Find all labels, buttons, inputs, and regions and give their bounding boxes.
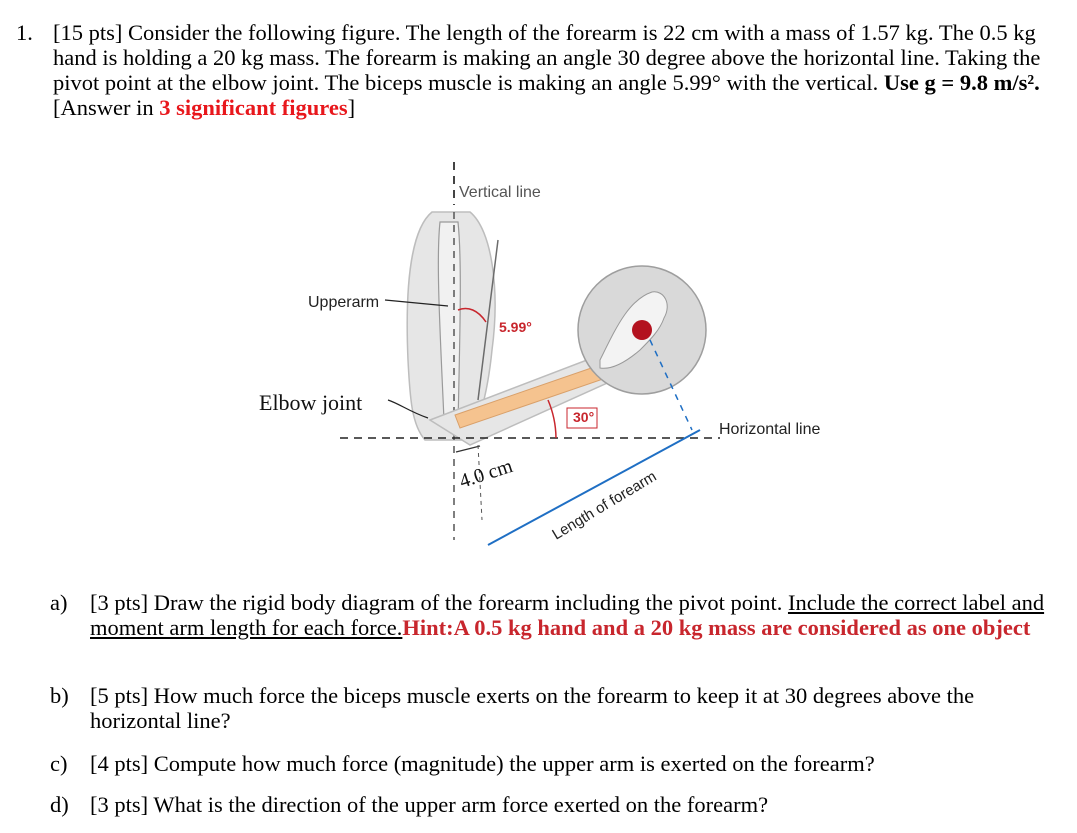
part-b-text: How much force the biceps muscle exerts …: [90, 683, 975, 733]
part-d: d) [3 pts] What is the direction of the …: [50, 792, 1060, 817]
part-d-points: [3 pts]: [90, 792, 149, 817]
vertical-line-label: Vertical line: [459, 184, 541, 201]
part-d-label: d): [50, 792, 69, 817]
part-c-label: c): [50, 751, 68, 776]
part-a-text: Draw the rigid body diagram of the forea…: [153, 590, 783, 615]
upperarm-label: Upperarm: [308, 294, 379, 311]
gravity-value: = 9.8 m/s².: [941, 70, 1040, 95]
part-b-label: b): [50, 683, 69, 708]
distance-marker: [455, 445, 481, 453]
angle-biceps-label: 5.99°: [499, 319, 532, 335]
part-c-text: Compute how much force (magnitude) the u…: [153, 751, 875, 776]
part-a-points: [3 pts]: [90, 590, 149, 615]
answer-close: ]: [347, 95, 356, 120]
part-c-points: [4 pts]: [90, 751, 149, 776]
part-c: c) [4 pts] Compute how much force (magni…: [50, 751, 1060, 776]
forearm-length-label: Length of forearm: [549, 468, 659, 544]
elbow-joint-label: Elbow joint: [259, 390, 362, 415]
mass-dot: [632, 320, 652, 340]
angle-biceps-arc: [457, 307, 487, 323]
forearm-length-line: [487, 429, 701, 546]
mass-dashed-line: [649, 339, 693, 431]
part-b: b) [5 pts] How much force the biceps mus…: [50, 683, 1060, 733]
question-text: [15 pts] Consider the following figure. …: [53, 20, 1066, 120]
part-a-underlined: Include the correct label and moment arm…: [90, 590, 1045, 640]
question-1: 1. [15 pts] Consider the following figur…: [16, 20, 1066, 120]
question-statement: Consider the following figure. The lengt…: [53, 20, 1041, 95]
angle-30-arc: [547, 399, 557, 439]
question-points: [15 pts]: [53, 20, 123, 45]
horizontal-line-label: Horizontal line: [719, 421, 820, 438]
question-number: 1.: [16, 20, 33, 45]
part-a-hint: Hint:A 0.5 kg hand and a 20 kg mass are …: [402, 615, 1031, 640]
part-a-label: a): [50, 590, 68, 615]
distance-label: 4.0 cm: [457, 455, 516, 493]
angle-30-label: 30°: [573, 409, 594, 425]
answer-open: [Answer in: [53, 95, 154, 120]
part-d-text: What is the direction of the upper arm f…: [153, 792, 769, 817]
elbow-pointer: [387, 399, 429, 419]
biceps-line: [477, 239, 499, 401]
angle-30-box: [566, 407, 598, 429]
part-a: a) [3 pts] Draw the rigid body diagram o…: [50, 590, 1060, 640]
sig-figs: 3 significant figures: [159, 95, 348, 120]
gravity-label: Use g: [883, 70, 936, 95]
part-b-points: [5 pts]: [90, 683, 149, 708]
upperarm-pointer: [384, 299, 449, 307]
